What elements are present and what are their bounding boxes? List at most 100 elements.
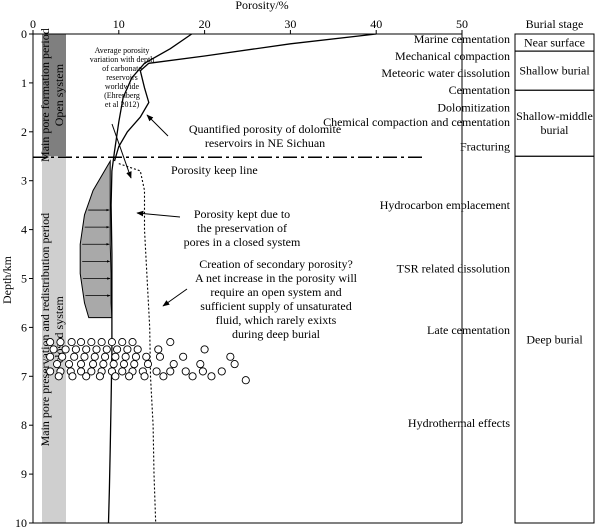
y-tick-label: 9 [21,467,27,481]
scatter-point [76,367,86,376]
scatter-point [121,352,130,361]
scatter-point [87,338,96,347]
scatter-point [92,345,101,354]
period-bar-open [42,34,66,157]
process-label: TSR related dissolution [397,262,510,276]
scatter-point [142,352,151,361]
scatter-point [152,367,161,376]
scatter-point [181,367,190,376]
scatter-point [166,367,175,376]
burial-stage-cell [514,155,595,524]
scatter-point [143,360,153,369]
process-label: Hydrocarbon emplacement [380,198,511,212]
scatter-point [179,352,188,361]
scatter-point [89,360,98,369]
process-label: Late cementation [427,323,510,337]
scatter-point [67,338,76,347]
process-label: Cementation [449,83,510,97]
x-tick-label: 0 [30,17,36,31]
porosity-series-2 [113,33,377,162]
y-tick-label: 4 [21,223,27,237]
scatter-point [125,372,134,381]
scatter-point [131,352,141,361]
y-tick-label: 0 [21,27,27,41]
x-tick-label: 50 [456,17,468,31]
y-tick-label: 1 [21,76,27,90]
y-tick-label: 3 [21,174,27,188]
burial-stage-label: Shallow burial [519,64,590,78]
scatter-point [155,352,165,361]
scatter-point [207,372,216,381]
scatter-point [118,367,127,376]
burial-stage-label: Near surface [524,36,585,50]
scatter-point [188,372,197,381]
scatter-point [113,345,122,354]
arrow-quantified-porosity [146,114,169,137]
porosity-keep-line-label: Porosity keep line [171,163,258,177]
scatter-point [82,372,91,381]
scatter-point [61,345,70,354]
x-axis-label: Porosity/% [235,0,288,12]
scatter-point [111,352,120,361]
scatter-point [130,360,139,369]
scatter-point [107,338,116,347]
process-label: Chemical compaction and cementation [323,115,510,129]
scatter-point [169,360,178,369]
scatter-point [46,367,55,376]
arrow-secondary-porosity [162,288,188,307]
scatter-point [196,360,205,369]
scatter-point [46,352,55,361]
process-label: Mechanical compaction [395,49,510,63]
process-label: Hydrothermal effects [408,416,510,430]
scatter-point [217,367,226,376]
scatter-point [118,338,127,347]
scatter-point [198,367,207,376]
scatter-point [49,345,58,354]
burial-stage-title: Burial stage [526,17,584,31]
scatter-point [154,345,163,354]
scatter-point [87,367,96,376]
period-label-open: Main pore formation periodOpen system [38,28,66,162]
scatter-point [200,345,209,354]
arrow-worldwide-average [111,123,132,179]
x-tick-label: 20 [199,17,211,31]
porosity-series-3 [118,163,157,524]
scatter-point [230,360,239,369]
scatter-point [64,360,74,369]
scatter-point [56,338,65,347]
scatter-point [90,352,99,361]
scatter-point [111,372,120,381]
scatter-point [102,345,111,354]
scatter-point [52,360,62,369]
arrow-porosity-kept [136,210,181,218]
scatter-point [123,345,132,354]
scatter-point [58,352,67,361]
process-label: Meteoric water dissolution [381,66,510,80]
scatter-point [76,338,86,347]
scatter-point [68,372,77,381]
scatter-point [119,360,128,369]
x-tick-label: 30 [284,17,296,31]
y-tick-label: 5 [21,272,27,286]
process-label: Dolomitization [437,100,510,114]
scatter-point [46,338,55,347]
scatter-point [97,338,106,347]
scatter-point [226,352,235,361]
y-tick-label: 2 [21,125,27,139]
scatter-point [133,345,142,354]
burial-stage-label: Deep burial [526,333,583,347]
scatter-point [109,360,118,369]
y-tick-label: 7 [21,369,27,383]
x-tick-label: 10 [113,17,125,31]
annotation-secondary-porosity: Creation of secondary porosity?A net inc… [195,257,358,341]
process-label: Fracturing [460,139,510,153]
scatter-point [128,338,137,347]
scatter-point [54,372,63,381]
y-axis-label: Depth/km [0,255,14,304]
scatter-point [70,352,79,361]
